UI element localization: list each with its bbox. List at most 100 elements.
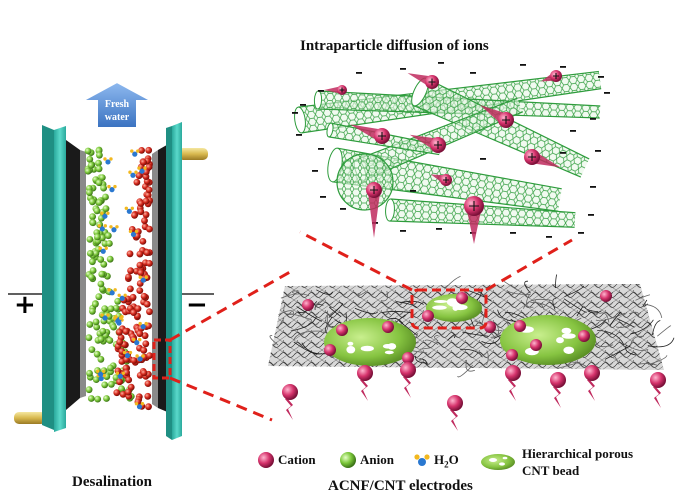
cation-particle — [143, 300, 151, 308]
carbon-fiber — [530, 302, 559, 315]
anion-particle — [89, 213, 96, 221]
anion-particle — [87, 161, 95, 169]
minus-charge — [560, 152, 566, 154]
water-hydrogen — [95, 369, 100, 373]
water-oxygen — [100, 248, 106, 254]
cation-particle — [127, 383, 135, 391]
diffusing-cation — [409, 134, 446, 153]
desalination-cell: Fresh water — [8, 80, 214, 440]
anion-particle — [94, 395, 102, 403]
cation-particle — [146, 225, 153, 233]
water-oxygen — [134, 340, 140, 346]
anion-particle — [98, 270, 106, 278]
cation-particle — [146, 260, 153, 267]
carbon-fiber — [420, 347, 431, 350]
cation-particle — [144, 380, 152, 387]
cation-particle — [116, 328, 123, 336]
plus-sign — [428, 78, 436, 86]
carbon-fiber — [587, 310, 602, 314]
minus-charge — [340, 208, 346, 210]
minus-charge — [590, 186, 596, 188]
cation-particle — [136, 261, 144, 269]
mesh-cation — [324, 344, 336, 356]
carbon-fiber — [328, 303, 344, 318]
water-hydrogen — [143, 166, 147, 170]
water-hydrogen — [102, 373, 106, 378]
carbon-fiber — [503, 280, 528, 296]
bead-pore — [448, 300, 461, 307]
cation-particle — [145, 186, 153, 194]
carbon-fiber — [291, 290, 300, 295]
minus-charge — [588, 214, 594, 216]
anion-particle — [104, 232, 112, 240]
minus-charge — [292, 112, 298, 114]
cation-particle — [145, 146, 153, 154]
cation-particle — [141, 217, 148, 225]
plus-sign — [378, 132, 386, 140]
water-hydrogen — [97, 224, 102, 228]
carbon-fiber — [481, 335, 502, 344]
water-molecule — [124, 206, 135, 214]
water-hydrogen — [103, 224, 108, 228]
anion-particle — [100, 184, 107, 192]
water-hydrogen — [134, 402, 139, 406]
title-acnf-cnt-electrodes: ACNF/CNT electrodes — [328, 478, 473, 494]
water-hydrogen — [141, 354, 145, 358]
water-molecule — [107, 288, 117, 296]
cation-particle — [141, 332, 149, 340]
free-cations — [282, 362, 666, 431]
carbon-fiber — [526, 294, 534, 308]
legend-anion-label: Anion — [360, 452, 394, 467]
cation-particle — [137, 200, 145, 207]
diffusing-cation — [541, 70, 562, 82]
water-hydrogen — [109, 225, 113, 229]
cation-tail — [360, 379, 368, 401]
nanotube-cluster — [292, 62, 610, 244]
anion-particle — [99, 327, 107, 335]
anion-particle — [100, 260, 108, 268]
carbon-fiber — [269, 335, 279, 346]
legend-water-h: H — [434, 452, 445, 467]
left-plate-side — [42, 125, 54, 430]
cation-tail — [653, 386, 661, 408]
carbon-fiber — [523, 298, 552, 309]
minus-charge — [436, 228, 442, 230]
carbon-fiber — [354, 307, 379, 314]
cation-particle — [137, 208, 145, 216]
anion-particle — [106, 240, 113, 247]
negative-electrode-sign: − — [186, 290, 208, 320]
water-hydrogen — [106, 313, 110, 317]
carbon-fiber — [564, 285, 585, 297]
cation-particle — [140, 158, 147, 166]
anion-particle — [95, 159, 102, 167]
left-electrode-black — [66, 140, 80, 410]
anion-particle — [85, 386, 93, 394]
carbon-fiber — [386, 308, 392, 316]
left-plate — [54, 126, 66, 432]
minus-charge — [604, 92, 610, 94]
top-rod — [178, 148, 208, 160]
water-hydrogen — [137, 166, 141, 170]
minus-charge — [546, 236, 552, 238]
title-desalination: Desalination — [72, 474, 153, 490]
cation-particle — [140, 346, 148, 354]
minus-charge — [480, 158, 486, 160]
minus-charge — [520, 64, 526, 66]
water-hydrogen — [138, 275, 142, 279]
cation-particle — [122, 328, 130, 335]
cation-particle — [130, 357, 138, 364]
minus-charge — [318, 148, 324, 150]
carbon-fiber — [324, 316, 333, 332]
anion-particle — [110, 323, 117, 331]
mesh-cation — [514, 320, 526, 332]
water-hydrogen — [144, 275, 148, 279]
free-cation — [584, 365, 600, 401]
carbon-fiber — [648, 355, 668, 366]
carbon-fiber — [396, 301, 418, 309]
carbon-fiber — [486, 350, 489, 366]
cation-tail — [367, 190, 381, 238]
water-oxygen — [102, 213, 108, 219]
carbon-fiber — [329, 306, 342, 317]
anion-particle — [94, 233, 101, 241]
water-molecule — [138, 275, 148, 283]
